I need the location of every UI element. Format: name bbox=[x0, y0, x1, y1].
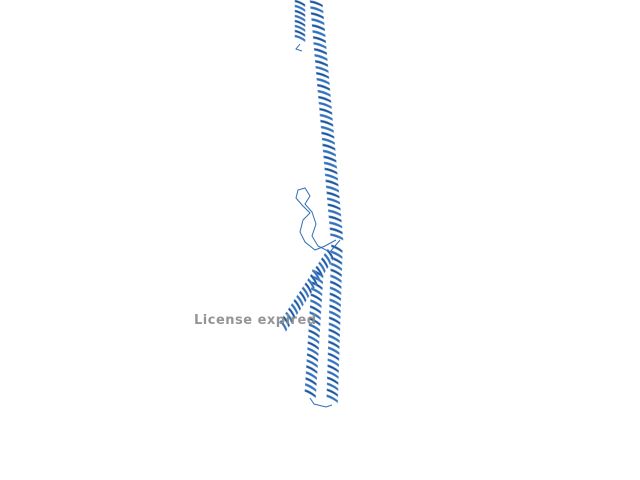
loop-top bbox=[295, 43, 303, 52]
helix-lower-mid bbox=[304, 269, 324, 399]
loop-bottom bbox=[309, 397, 333, 408]
helix-lower-right bbox=[326, 244, 343, 404]
license-watermark: License expired bbox=[194, 313, 317, 328]
protein-structure bbox=[279, 0, 344, 408]
helix-diagonal bbox=[279, 248, 335, 332]
helix-main bbox=[309, 0, 344, 241]
helix-top-left bbox=[294, 0, 306, 43]
coil-region bbox=[295, 187, 341, 253]
